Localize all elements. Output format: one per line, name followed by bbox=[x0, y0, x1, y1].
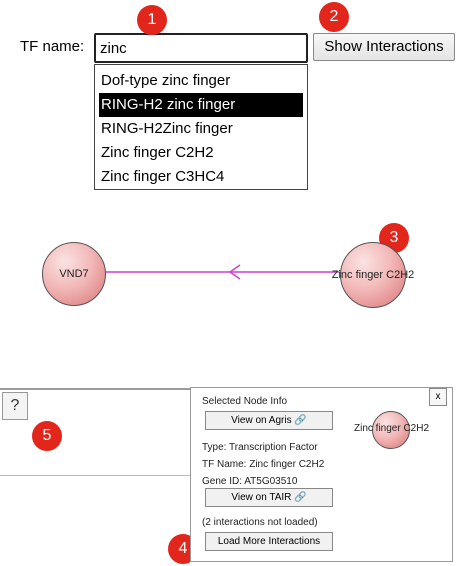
annotation-badge-1: 1 bbox=[137, 5, 167, 35]
tf-name-input[interactable] bbox=[94, 33, 308, 63]
autocomplete-dropdown: Dof-type zinc finger RING-H2 zinc finger… bbox=[94, 64, 308, 190]
annotation-badge-5: 5 bbox=[32, 421, 62, 451]
link-icon: 🔗 bbox=[294, 415, 307, 426]
suggestion-item[interactable]: Zinc finger C3HC4 bbox=[101, 168, 225, 185]
info-node-thumbnail bbox=[372, 411, 410, 449]
node-label: VND7 bbox=[59, 268, 89, 280]
annotation-badge-2: 2 bbox=[319, 2, 349, 32]
info-panel-title: Selected Node Info bbox=[202, 396, 288, 407]
info-type: Type: Transcription Factor bbox=[202, 442, 318, 453]
suggestion-item-selected[interactable]: RING-H2 zinc finger bbox=[99, 93, 303, 117]
graph-node-vnd7[interactable]: VND7 bbox=[42, 242, 106, 306]
close-info-panel-button[interactable]: x bbox=[429, 388, 447, 406]
node-label: Zinc finger C2H2 bbox=[331, 269, 415, 281]
info-node-label: Zinc finger C2H2 bbox=[354, 423, 430, 434]
help-button[interactable]: ? bbox=[2, 392, 28, 420]
suggestion-item[interactable]: Dof-type zinc finger bbox=[101, 72, 231, 89]
info-gene-id: Gene ID: AT5G03510 bbox=[202, 476, 298, 487]
link-icon: 🔗 bbox=[294, 492, 307, 503]
view-on-agris-button[interactable]: View on Agris 🔗 bbox=[205, 411, 333, 430]
tair-button-label: View on TAIR bbox=[231, 492, 292, 503]
suggestion-item[interactable]: RING-H2Zinc finger bbox=[101, 120, 233, 137]
load-more-interactions-button[interactable]: Load More Interactions bbox=[205, 532, 333, 551]
suggestion-item[interactable]: Zinc finger C2H2 bbox=[101, 144, 214, 161]
view-on-tair-button[interactable]: View on TAIR 🔗 bbox=[205, 488, 333, 507]
graph-node-zinc-finger[interactable]: Zinc finger C2H2 bbox=[332, 242, 414, 308]
help-panel bbox=[0, 388, 196, 476]
interactions-not-loaded: (2 interactions not loaded) bbox=[202, 517, 318, 528]
agris-button-label: View on Agris bbox=[231, 415, 292, 426]
show-interactions-button[interactable]: Show Interactions bbox=[313, 33, 455, 61]
tf-name-label: TF name: bbox=[20, 38, 85, 55]
info-tf-name: TF Name: Zinc finger C2H2 bbox=[202, 459, 325, 470]
